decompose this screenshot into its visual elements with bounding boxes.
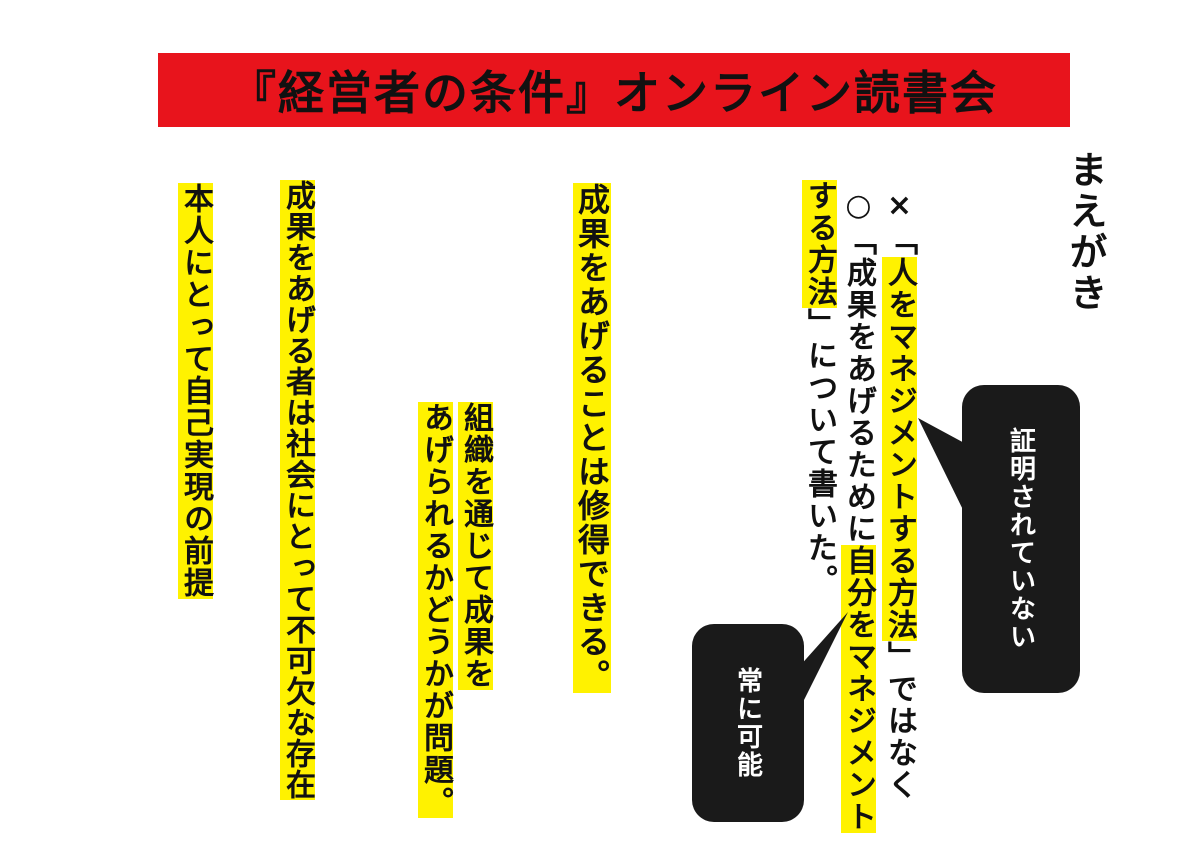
line1-close-bracket: 」	[882, 641, 917, 673]
speech-bubble-not-proven: 証明されていない	[962, 385, 1080, 693]
highlight-organization-a: 組織を通じて成果を	[458, 402, 493, 690]
text-column-organization-a: 組織を通じて成果を	[458, 402, 493, 690]
highlight-learnable: 成果をあげることは修得できる。	[573, 183, 611, 693]
highlight-self-realization: 本人にとって自己実現の前提	[178, 183, 213, 599]
text-line-3: する方法」について書いた。	[802, 180, 837, 596]
highlight-method: する方法	[802, 180, 837, 308]
line2-lead: 「成果をあげるために	[841, 225, 876, 545]
title-banner: 『経営者の条件』オンライン読書会	[158, 53, 1070, 127]
bubble-not-proven-text: 証明されていない	[1005, 427, 1036, 651]
proof-bubble-tail	[918, 418, 968, 520]
highlight-manage-self: 自分をマネジメント	[841, 545, 876, 833]
circle-mark: ○	[841, 188, 876, 225]
text-line-1: ×「人をマネジメントする方法」ではなく	[882, 188, 917, 801]
line1-open-bracket: 「	[882, 225, 917, 257]
text-column-indispensable: 成果をあげる者は社会にとって不可欠な存在	[280, 180, 315, 800]
highlight-indispensable: 成果をあげる者は社会にとって不可欠な存在	[280, 180, 315, 800]
bubble-always-possible-text: 常に可能	[732, 667, 763, 779]
text-column-self-realization: 本人にとって自己実現の前提	[178, 183, 213, 599]
text-column-organization-b: あげられるかどうかが問題。	[418, 402, 453, 818]
line1-tail: ではなく	[882, 673, 917, 801]
highlight-organization-b: あげられるかどうかが問題。	[418, 402, 453, 818]
text-line-2: ○「成果をあげるために自分をマネジメント	[841, 188, 876, 833]
speech-bubble-always-possible: 常に可能	[692, 624, 804, 822]
line3-close-bracket: 」	[802, 308, 837, 340]
section-heading: まえがき	[1063, 150, 1107, 314]
highlight-manage-people: 人をマネジメントする方法	[882, 257, 917, 641]
page-title: 『経営者の条件』オンライン読書会	[230, 66, 998, 120]
line3-tail: について書いた。	[802, 340, 837, 596]
always-bubble-tail	[798, 612, 848, 712]
text-column-learnable: 成果をあげることは修得できる。	[573, 183, 611, 693]
cross-mark: ×	[882, 188, 917, 225]
